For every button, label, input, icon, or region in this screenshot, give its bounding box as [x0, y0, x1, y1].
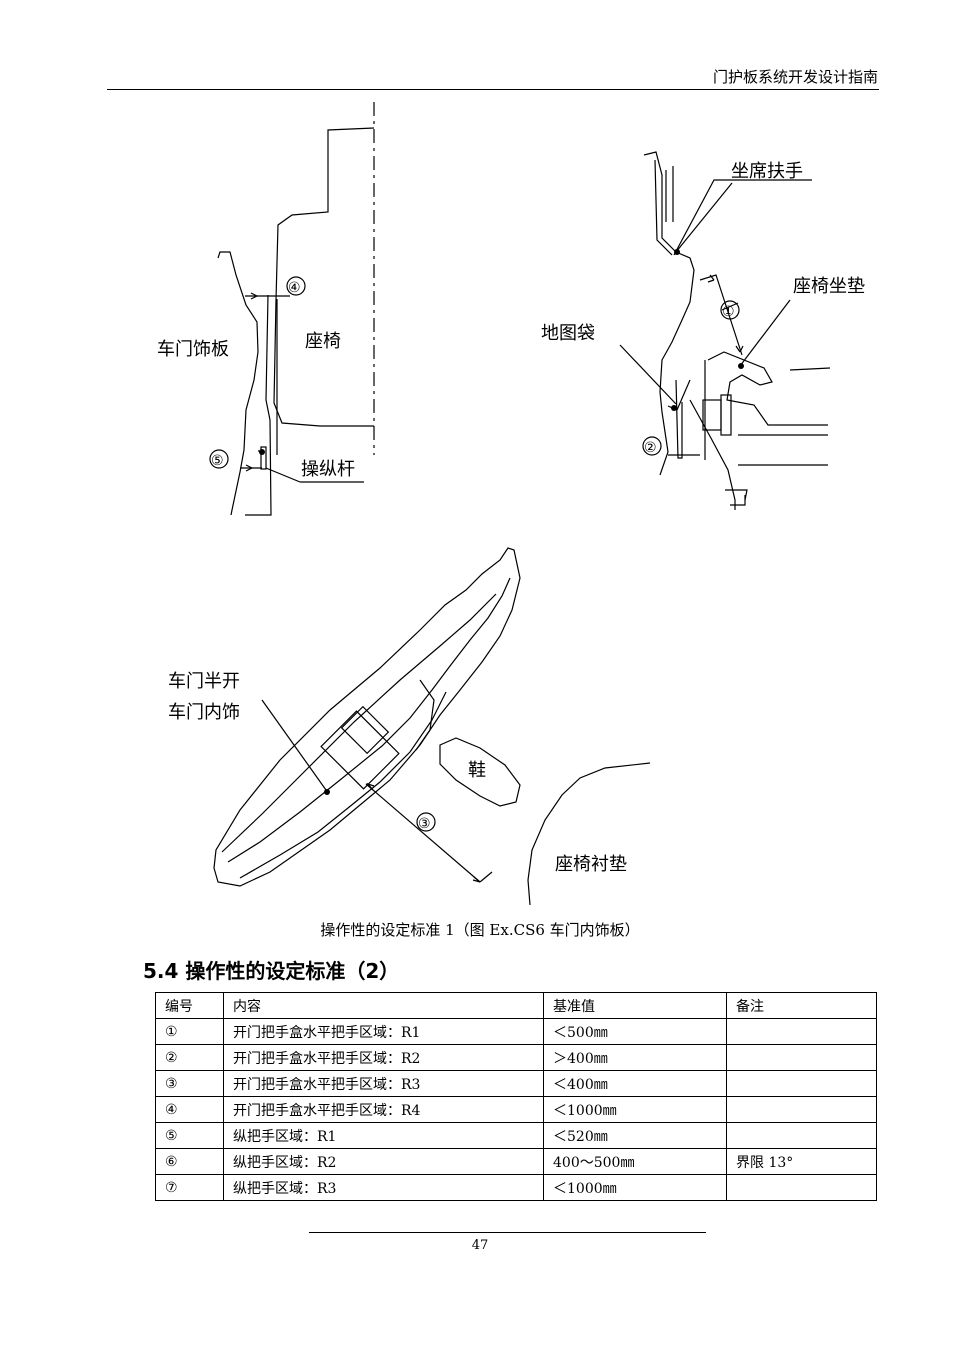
- cell-remark: [726, 1122, 877, 1149]
- marker-3: ③: [418, 816, 431, 832]
- label-half-open-1: 车门半开: [168, 671, 240, 692]
- label-door-trim: 车门饰板: [157, 339, 229, 360]
- cell-number: ⑥: [155, 1148, 224, 1175]
- marker-4: ④: [288, 280, 301, 296]
- cell-value: ＞400㎜: [543, 1044, 727, 1071]
- table-header-row: 编号 内容 基准值 备注: [155, 992, 877, 1019]
- cell-value: ＜1000㎜: [543, 1174, 727, 1201]
- table-row: ① 开门把手盒水平把手区域：R1 ＜500㎜: [155, 1018, 877, 1045]
- table-row: ④ 开门把手盒水平把手区域：R4 ＜1000㎜: [155, 1096, 877, 1123]
- table-row: ⑦ 纵把手区域：R3 ＜1000㎜: [155, 1174, 877, 1201]
- cell-number: ②: [155, 1044, 224, 1071]
- footer-rule: [309, 1232, 706, 1233]
- spec-table: 编号 内容 基准值 备注 ① 开门把手盒水平把手区域：R1 ＜500㎜ ② 开门…: [155, 992, 877, 1201]
- technical-drawing: 车门饰板 座椅 操纵杆 ④ ⑤ 坐席扶手 座椅坐垫 地图袋 ① ② 车门半开 车…: [157, 102, 865, 906]
- label-map-pocket: 地图袋: [541, 323, 595, 344]
- table-row: ⑥ 纵把手区域：R2 400～500㎜ 界限 13°: [155, 1148, 877, 1175]
- header-cell: 基准值: [543, 992, 727, 1019]
- cell-remark: [726, 1096, 877, 1123]
- marker-5: ⑤: [211, 453, 224, 469]
- header-cell: 备注: [726, 992, 877, 1019]
- marker-2: ②: [644, 440, 657, 456]
- cell-remark: [726, 1174, 877, 1201]
- label-seat-pad: 座椅衬垫: [555, 854, 627, 875]
- cell-number: ⑤: [155, 1122, 224, 1149]
- section-heading: 5.4 操作性的设定标准（2）: [143, 959, 400, 983]
- page-number: 47: [471, 1238, 489, 1253]
- label-seat: 座椅: [305, 331, 341, 352]
- cell-remark: [726, 1044, 877, 1071]
- cell-number: ①: [155, 1018, 224, 1045]
- figure-caption: 操作性的设定标准 1（图 Ex.CS6 车门内饰板）: [320, 921, 640, 939]
- cell-content: 开门把手盒水平把手区域：R3: [223, 1070, 544, 1097]
- cell-value: ＜400㎜: [543, 1070, 727, 1097]
- header-cell: 内容: [223, 992, 544, 1019]
- cell-content: 开门把手盒水平把手区域：R4: [223, 1096, 544, 1123]
- cell-value: 400～500㎜: [543, 1148, 727, 1175]
- cell-content: 开门把手盒水平把手区域：R2: [223, 1044, 544, 1071]
- header-rule: [107, 89, 879, 90]
- cell-number: ④: [155, 1096, 224, 1123]
- cell-content: 开门把手盒水平把手区域：R1: [223, 1018, 544, 1045]
- label-armrest: 坐席扶手: [731, 161, 803, 182]
- cell-number: ⑦: [155, 1174, 224, 1201]
- cell-remark: [726, 1070, 877, 1097]
- label-seat-cushion: 座椅坐垫: [793, 276, 865, 297]
- cell-content: 纵把手区域：R2: [223, 1148, 544, 1175]
- label-lever: 操纵杆: [301, 459, 355, 480]
- header-title: 门护板系统开发设计指南: [712, 68, 878, 86]
- label-half-open-2: 车门内饰: [168, 702, 240, 723]
- label-shoe: 鞋: [468, 760, 486, 781]
- marker-1: ①: [722, 304, 735, 320]
- cell-number: ③: [155, 1070, 224, 1097]
- figure-door-seat: [217, 102, 375, 516]
- cell-content: 纵把手区域：R1: [223, 1122, 544, 1149]
- figure-half-open-door: [213, 547, 651, 906]
- cell-remark: 界限 13°: [726, 1148, 877, 1175]
- table-row: ⑤ 纵把手区域：R1 ＜520㎜: [155, 1122, 877, 1149]
- header-cell: 编号: [155, 992, 224, 1019]
- cell-content: 纵把手区域：R3: [223, 1174, 544, 1201]
- cell-value: ＜500㎜: [543, 1018, 727, 1045]
- table-row: ③ 开门把手盒水平把手区域：R3 ＜400㎜: [155, 1070, 877, 1097]
- cell-value: ＜1000㎜: [543, 1096, 727, 1123]
- cell-value: ＜520㎜: [543, 1122, 727, 1149]
- figure-armrest: [619, 151, 831, 510]
- table-row: ② 开门把手盒水平把手区域：R2 ＞400㎜: [155, 1044, 877, 1071]
- cell-remark: [726, 1018, 877, 1045]
